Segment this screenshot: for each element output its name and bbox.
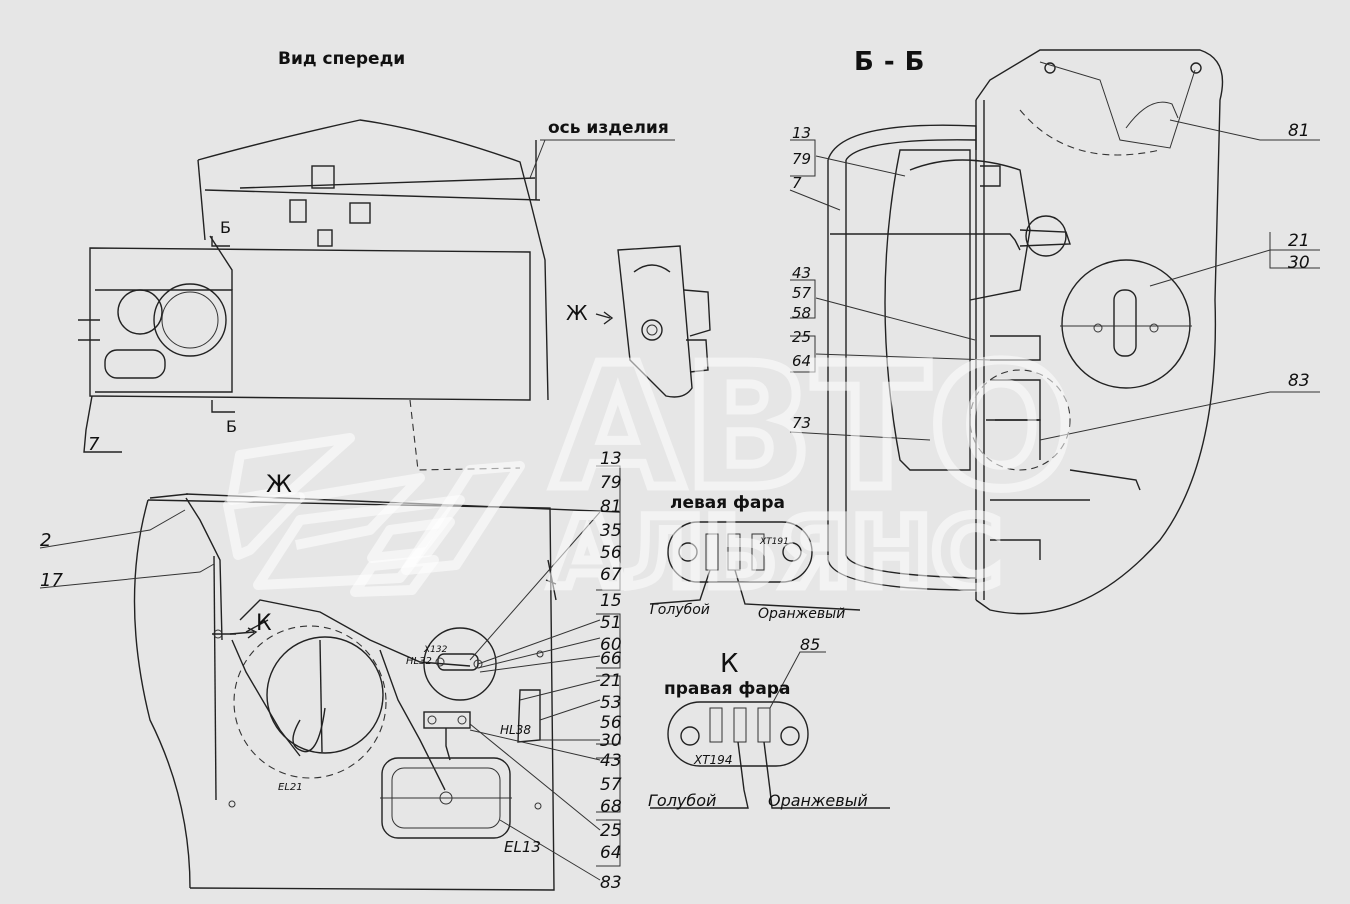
front-leaders: [39, 509, 601, 881]
section-left-item: 73: [792, 414, 811, 432]
front-stack-item: 68: [600, 797, 622, 817]
right-lamp-title: правая фара: [664, 679, 790, 699]
section-right-item: 83: [1288, 371, 1310, 391]
left-wire-blue: Голубой: [650, 602, 710, 618]
section-right-item: 30: [1288, 253, 1310, 273]
designator-el21: EL21: [278, 782, 303, 793]
section-left-item: 7: [792, 174, 802, 192]
front-stack-item: 64: [600, 843, 622, 863]
front-stack-item: 43: [600, 751, 622, 771]
left-wire-orange: Оранжевый: [758, 606, 845, 622]
view-label-zh: Ж: [266, 470, 292, 498]
bracket-detail: [595, 245, 711, 398]
section-left-item: 57: [792, 284, 812, 302]
section-right-item: 21: [1288, 231, 1310, 251]
front-stack-item: 81: [600, 497, 622, 517]
watermark-text-2: АЛЬЯНС: [550, 497, 1002, 609]
front-view-upper: [78, 119, 549, 471]
callout-2: 2: [40, 530, 51, 551]
designator-x132: X132: [423, 645, 448, 655]
section-mark-b-top: Б: [220, 218, 231, 237]
section-left-item: 79: [792, 150, 811, 168]
section-mark-b-bottom: Б: [226, 417, 237, 436]
front-stack-item: 83: [600, 873, 622, 893]
section-leaders: [789, 119, 1320, 441]
right-wire-orange: Оранжевый: [768, 791, 868, 810]
front-stack-item: 60: [600, 635, 622, 655]
left-lamp-title: левая фара: [670, 493, 785, 513]
section-right-item: 81: [1288, 121, 1310, 141]
callout-85: 85: [800, 635, 820, 654]
right-wire-blue: Голубой: [648, 791, 716, 810]
left-lamp-connector: [649, 521, 861, 611]
section-left-item: 58: [792, 304, 811, 322]
front-stack-item: 25: [600, 821, 622, 841]
section-left-item: 25: [792, 328, 811, 346]
section-left-item: 13: [792, 124, 811, 142]
front-stack-item: 13: [600, 449, 622, 469]
view-arrow-k: К: [256, 611, 272, 636]
section-view-title: Б-Б: [854, 47, 934, 77]
front-stack-item: 51: [600, 613, 622, 633]
callout-7: 7: [88, 434, 100, 455]
section-left-item: 43: [792, 264, 811, 282]
front-stack-item: 21: [600, 671, 622, 691]
section-left-item: 64: [792, 352, 811, 370]
front-stack-item: 66: [600, 649, 622, 669]
section-view: [827, 49, 1224, 615]
front-stack-item: 56: [600, 713, 622, 733]
front-view-title: Вид спереди: [278, 49, 405, 69]
designator-xt191: XT191: [759, 537, 789, 547]
designator-xt194: XT194: [693, 753, 732, 767]
designator-el13: EL13: [504, 838, 541, 856]
designator-hl38: HL38: [500, 723, 531, 737]
front-stack-item: 67: [600, 565, 622, 585]
front-stack-item: 57: [600, 775, 622, 795]
front-stack-item: 30: [600, 731, 622, 751]
stack-lines: [596, 465, 621, 867]
axis-label: ось изделия: [548, 118, 669, 138]
front-stack-item: 53: [600, 693, 622, 713]
watermark-logo: [223, 433, 525, 597]
front-stack-item: 15: [600, 591, 622, 611]
right-lamp-connector: [650, 651, 890, 809]
view-label-k: К: [720, 649, 738, 679]
watermark-text-1: АВТО: [552, 329, 1074, 527]
designator-hl32: HL32: [406, 656, 432, 667]
view-arrow-zh: Ж: [566, 301, 588, 325]
section-callouts-left: 13 79 7 43 57 58 25 64 73: [792, 124, 812, 432]
front-stack-item: 35: [600, 521, 622, 541]
front-stack-item: 79: [600, 473, 622, 493]
callout-17: 17: [40, 570, 63, 591]
front-stack-item: 56: [600, 543, 622, 563]
